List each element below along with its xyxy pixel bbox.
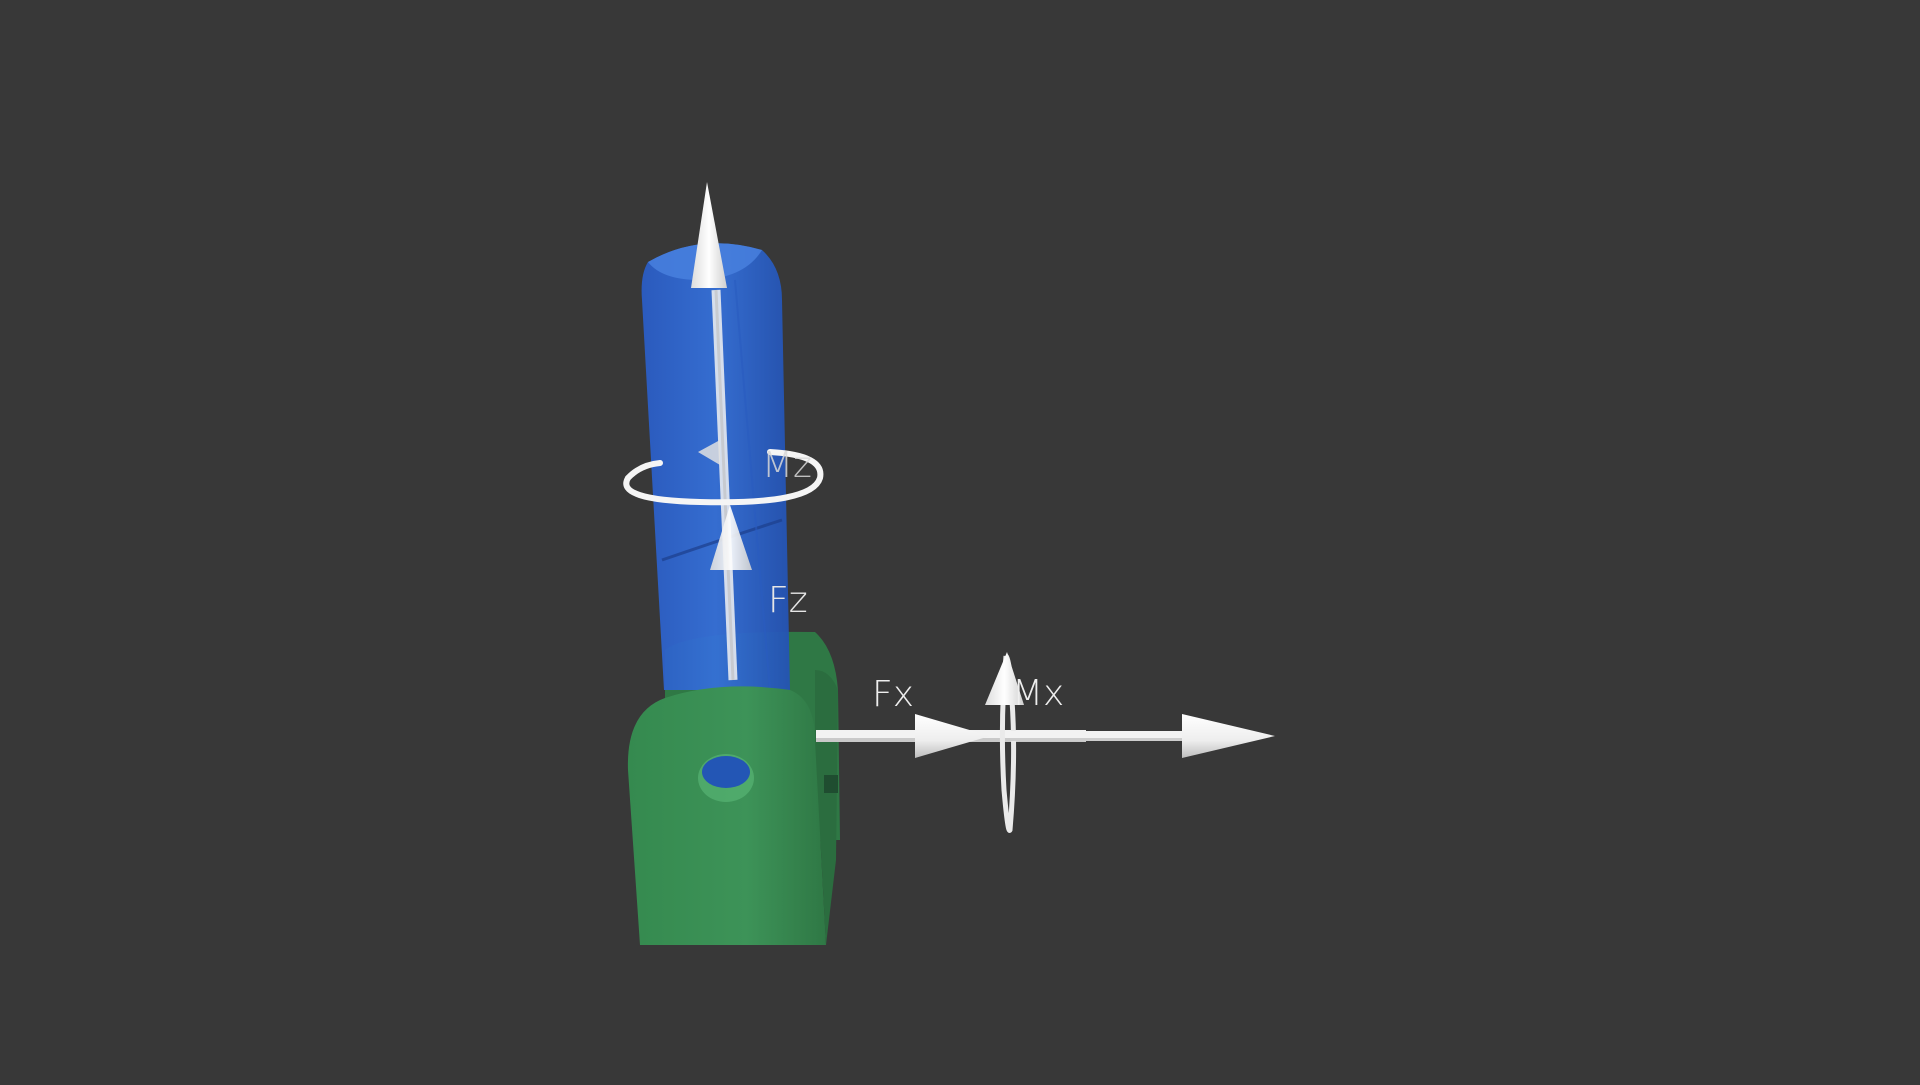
mz-moment: Mz bbox=[623, 445, 824, 506]
bracket-front-plate bbox=[627, 686, 826, 945]
x-axis-arrowhead bbox=[1182, 714, 1275, 758]
fz-top-arrowhead bbox=[691, 182, 727, 288]
rotation-arrow-icon bbox=[623, 449, 824, 506]
fx-arrowhead-1 bbox=[915, 714, 990, 758]
green-bracket bbox=[627, 670, 838, 945]
blue-link-facet bbox=[734, 279, 771, 691]
fz-arrow bbox=[691, 182, 752, 681]
fz-label: Fz bbox=[768, 580, 808, 621]
fx-label: Fx bbox=[872, 674, 914, 715]
fz-mid-arrowhead bbox=[710, 505, 752, 570]
bracket-pin-hole-inner bbox=[702, 756, 750, 788]
mx-moment: Mx bbox=[985, 652, 1064, 833]
bracket-slot bbox=[824, 775, 838, 793]
mz-small-arrowhead bbox=[698, 440, 720, 465]
blue-link-body bbox=[641, 243, 790, 690]
mz-label: Mz bbox=[762, 445, 812, 486]
mx-arrowhead bbox=[985, 652, 1024, 705]
x-axis-arrow bbox=[1010, 714, 1275, 758]
mx-label: Mx bbox=[1012, 673, 1064, 714]
